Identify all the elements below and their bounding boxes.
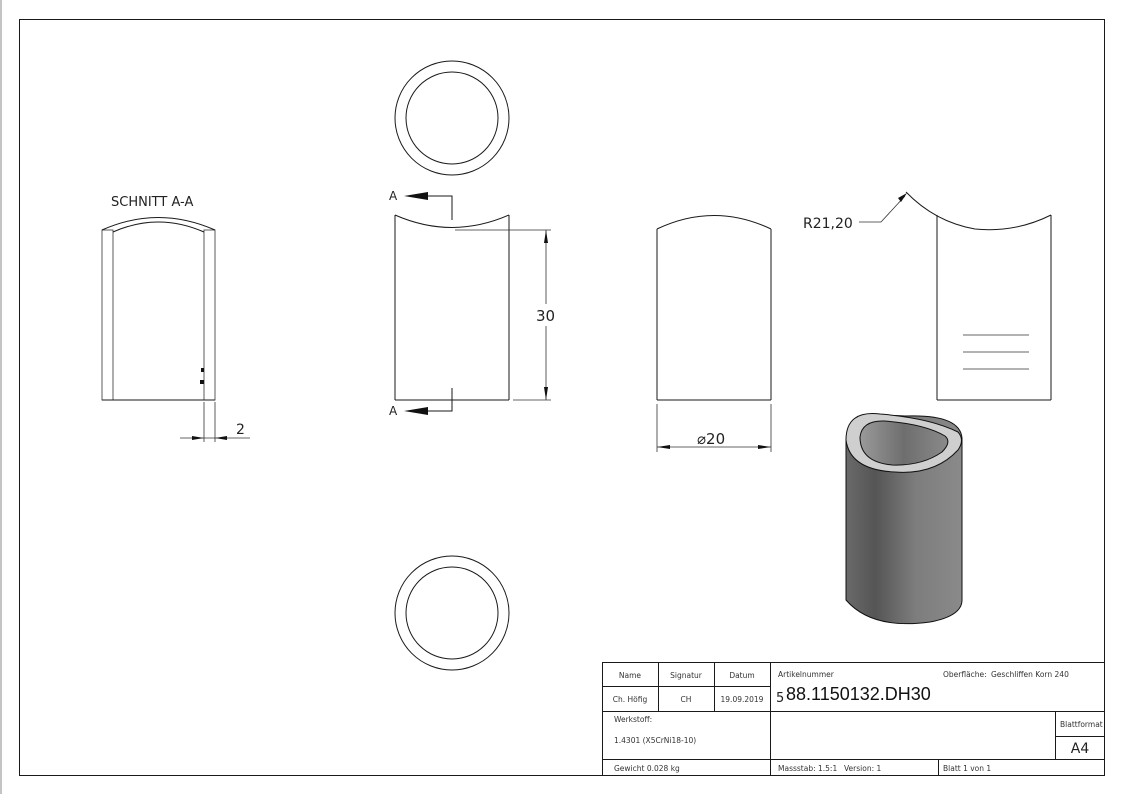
- title-block: Name Signatur Datum Ch. Höfig CH 19.09.2…: [602, 662, 1105, 776]
- value-signatur: CH: [681, 695, 692, 704]
- blatt: Blatt 1 von 1: [943, 764, 991, 773]
- value-name: Ch. Höfig: [613, 695, 648, 704]
- version: Version: 1: [844, 764, 881, 773]
- dim-diameter: ⌀20: [697, 430, 725, 448]
- dim-height: 30: [536, 307, 555, 325]
- section-marker-top: A: [389, 189, 398, 203]
- werkstoff-value: 1.4301 (X5CrNi18-10): [614, 736, 696, 745]
- werkstoff-label: Werkstoff:: [614, 715, 652, 724]
- dim-wall-thickness: 2: [236, 422, 245, 438]
- isometric-3d-view: [845, 413, 963, 625]
- header-signatur: Signatur: [670, 671, 703, 680]
- header-datum: Datum: [729, 671, 754, 680]
- blattformat-value: A4: [1071, 741, 1090, 757]
- artikelnummer: 88.1150132.DH30: [786, 684, 931, 704]
- value-datum: 19.09.2019: [721, 695, 764, 704]
- front-view: A A 30: [389, 189, 558, 418]
- artikelnummer-label: Artikelnummer: [778, 670, 835, 679]
- section-marker-bottom: A: [389, 404, 398, 418]
- massstab: Massstab: 1.5:1: [778, 764, 837, 773]
- section-view-a-a: SCHNITT A-A 2: [101, 195, 250, 442]
- bottom-view-circles: [394, 555, 510, 671]
- right-view: R21,20: [803, 191, 1052, 401]
- side-view: ⌀20: [656, 215, 772, 452]
- artikelnummer-prefix: 5: [776, 691, 784, 706]
- dim-radius: R21,20: [803, 216, 853, 232]
- oberflaeche-label: Oberfläche:: [943, 670, 987, 679]
- gewicht: Gewicht 0.028 kg: [614, 764, 680, 773]
- top-view-circles: [394, 60, 510, 176]
- section-title: SCHNITT A-A: [111, 195, 193, 210]
- drawing-border: [19, 19, 1105, 776]
- header-name: Name: [619, 671, 642, 680]
- blattformat-label: Blattformat: [1060, 720, 1103, 729]
- oberflaeche-value: Geschliffen Korn 240: [991, 670, 1069, 679]
